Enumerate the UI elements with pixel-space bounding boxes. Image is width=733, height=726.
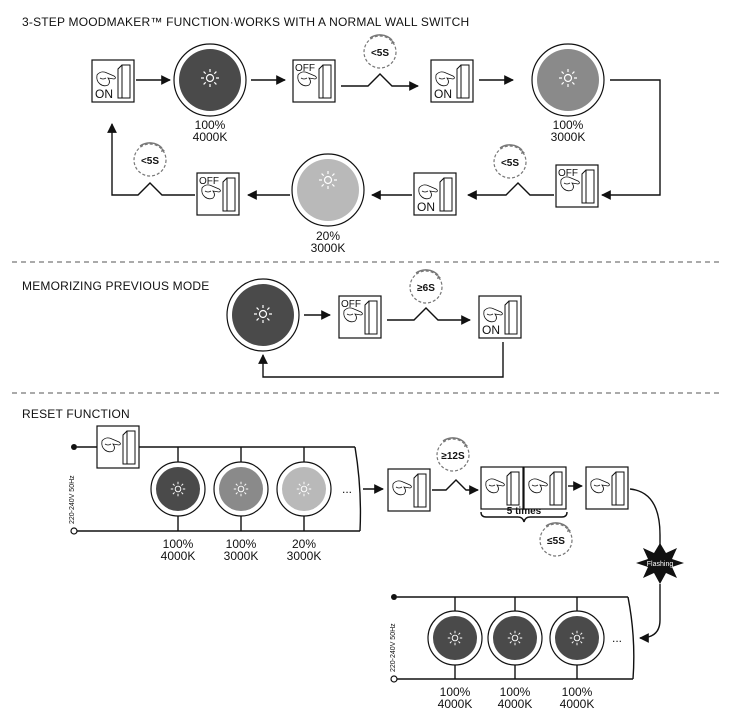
timer-icon: ≥6S bbox=[409, 269, 443, 304]
timer-label: <5S bbox=[371, 48, 389, 59]
switch-on-label: ON bbox=[434, 87, 452, 101]
wall-switch bbox=[480, 466, 524, 510]
flashing-burst-icon: Flashing bbox=[636, 543, 684, 584]
mode-2-cct: 3000K bbox=[551, 130, 586, 144]
ellipsis: ... bbox=[612, 631, 622, 645]
wall-switch-on: ON bbox=[91, 59, 135, 103]
wall-switch-off: OFF bbox=[555, 164, 599, 208]
mode-2-cct: 3000K bbox=[224, 549, 259, 563]
wall-switch bbox=[585, 466, 629, 510]
mode-1-pct: 100% bbox=[440, 685, 471, 699]
power-label: 220-240V 50Hz bbox=[390, 623, 397, 672]
timer-icon: ≤5S bbox=[539, 522, 573, 557]
switch-on-label: ON bbox=[417, 200, 435, 214]
flashing-label: Flashing bbox=[647, 561, 674, 568]
mode-3-pct: 20% bbox=[292, 537, 316, 551]
mode-3-cct: 3000K bbox=[311, 241, 346, 255]
wall-switch-on: ON bbox=[430, 59, 474, 103]
wall-switch-off: OFF bbox=[338, 295, 382, 339]
timer-label: ≥6S bbox=[417, 283, 435, 294]
mode-3-cct: 3000K bbox=[287, 549, 322, 563]
section-title-reset: RESET FUNCTION bbox=[22, 407, 130, 421]
switch-off-label: OFF bbox=[341, 299, 361, 310]
repeat-bracket bbox=[480, 511, 568, 523]
lamp-100-4000k bbox=[487, 610, 543, 666]
timer-icon: <5S bbox=[363, 34, 397, 69]
timer-icon: ≥12S bbox=[436, 437, 470, 472]
wall-switch bbox=[523, 466, 567, 510]
section-title-3step: 3-STEP MOODMAKER™ FUNCTION·WORKS WITH A … bbox=[22, 15, 469, 29]
lamp-100-4000k bbox=[173, 43, 247, 117]
lamp-20-3000k bbox=[276, 461, 332, 517]
mode-1-cct: 4000K bbox=[193, 130, 228, 144]
lamp-100-4000k bbox=[150, 461, 206, 517]
switch-off-label: OFF bbox=[199, 176, 219, 187]
power-label: 220-240V 50Hz bbox=[69, 475, 76, 524]
wall-switch-on: ON bbox=[413, 172, 457, 216]
switch-off-label: OFF bbox=[295, 63, 315, 74]
mode-2-pct: 100% bbox=[226, 537, 257, 551]
lamp-20-3000k bbox=[291, 153, 365, 227]
wall-switch-off: OFF bbox=[292, 59, 336, 103]
wall-switch-on: ON bbox=[478, 295, 522, 339]
switch-off-label: OFF bbox=[558, 168, 578, 179]
switch-on-label: ON bbox=[482, 323, 500, 337]
mode-2-pct: 100% bbox=[553, 118, 584, 132]
timer-label: <5S bbox=[141, 156, 159, 167]
lamp-100-3000k bbox=[531, 43, 605, 117]
mode-1-cct: 4000K bbox=[161, 549, 196, 563]
wall-switch bbox=[387, 468, 431, 512]
mode-1-pct: 100% bbox=[195, 118, 226, 132]
repeat-count: 5 times bbox=[507, 506, 542, 517]
mode-1-pct: 100% bbox=[562, 685, 593, 699]
section-title-memorize: MEMORIZING PREVIOUS MODE bbox=[22, 279, 209, 293]
switch-on-label: ON bbox=[95, 87, 113, 101]
ellipsis: ... bbox=[342, 482, 352, 496]
timer-label: <5S bbox=[501, 158, 519, 169]
mode-1-cct: 4000K bbox=[560, 697, 595, 711]
mode-1-cct: 4000K bbox=[498, 697, 533, 711]
mode-1-cct: 4000K bbox=[438, 697, 473, 711]
wall-switch bbox=[96, 425, 140, 469]
timer-label: ≤5S bbox=[547, 536, 565, 547]
mode-1-pct: 100% bbox=[500, 685, 531, 699]
lamp-memorized bbox=[226, 278, 300, 352]
timer-icon: <5S bbox=[133, 142, 167, 177]
timer-icon: <5S bbox=[493, 144, 527, 179]
mode-1-pct: 100% bbox=[163, 537, 194, 551]
mode-3-pct: 20% bbox=[316, 229, 340, 243]
lamp-100-4000k bbox=[427, 610, 483, 666]
wall-switch-off: OFF bbox=[196, 172, 240, 216]
lamp-100-4000k bbox=[549, 610, 605, 666]
lamp-100-3000k bbox=[213, 461, 269, 517]
timer-label: ≥12S bbox=[441, 451, 465, 462]
